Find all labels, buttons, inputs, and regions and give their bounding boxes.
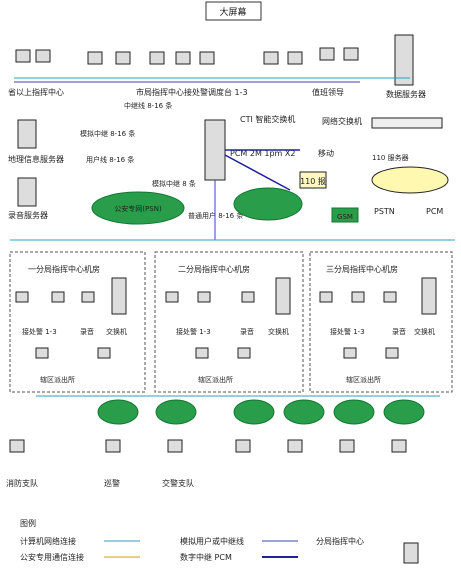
label-analog: 模拟中继 8 条: [152, 179, 196, 188]
line-pcm2: [224, 154, 291, 191]
label-mobile: 移动: [318, 148, 334, 158]
label-city-desk: 市局指挥中心接处警调度台 1-3: [136, 87, 248, 97]
label-pstn: PSTN: [374, 207, 395, 216]
label-cti: CTI 智能交换机: [240, 114, 295, 124]
label-patrol: 巡警: [104, 478, 120, 488]
branch-1-seat: 接处警 1-3: [22, 327, 57, 336]
branch-2-seat: 接处警 1-3: [176, 327, 211, 336]
label-pcm: PCM 2M 1pm X2: [230, 149, 295, 158]
box-110: [299, 171, 327, 189]
branch-1-title: 一分局指挥中心机房: [28, 264, 100, 274]
legend-title: 图例: [20, 518, 36, 528]
branch-boxes: [9, 251, 453, 393]
branch-2-sw: 交换机: [268, 327, 289, 336]
big-screen-box: [205, 1, 262, 21]
label-data-server: 数据服务器: [386, 89, 426, 99]
label-box110: 110 报: [300, 176, 326, 186]
network-switch: [371, 117, 443, 129]
cloud-public-net: [91, 191, 185, 225]
cloud-pstn: [371, 166, 449, 194]
label-prov-center: 省以上指挥中心: [8, 87, 64, 97]
label-trunk: 中继线 8-16 条: [124, 101, 172, 110]
branch-3-seat: 接处警 1-3: [330, 327, 365, 336]
branch-1-sub: 辖区派出所: [40, 375, 75, 384]
label-users: 普通用户 8-16 条: [188, 211, 243, 220]
label-pcm2: PCM: [426, 207, 443, 216]
branch-3-sub: 辖区派出所: [346, 375, 381, 384]
branch-2-title: 二分局指挥中心机房: [178, 264, 250, 274]
label-gsm: GSM: [337, 213, 353, 221]
legend-l5: 分局指挥中心: [316, 536, 364, 546]
cti-switch: [204, 119, 226, 181]
cloud-core: [233, 187, 303, 221]
label-fire: 消防支队: [6, 478, 38, 488]
legend-l3: 模拟用户或中继线: [180, 536, 244, 546]
branch-1-sw: 交换机: [106, 327, 127, 336]
legend-l2: 公安专用通信连接: [20, 552, 84, 562]
big-screen-label: 大屏幕: [219, 6, 246, 18]
legend-branch-icon: [403, 542, 419, 564]
gis-server: [17, 119, 37, 149]
branch-computers: [15, 277, 437, 359]
branch-1-rec: 录音: [80, 327, 94, 336]
top-computers: [15, 34, 414, 86]
branch-3-sw: 交换机: [414, 327, 435, 336]
label-recorder-server: 录音服务器: [8, 210, 48, 220]
label-gis-server: 地理信息服务器: [8, 154, 64, 164]
branch-2-rec: 录音: [240, 327, 254, 336]
label-ext1: 模拟中继 8-16 条: [80, 129, 135, 138]
legend-l4: 数字中继 PCM: [180, 552, 232, 562]
label-ext2: 用户线 8-16 条: [86, 155, 134, 164]
branch-3-rec: 录音: [392, 327, 406, 336]
label-public-net: 公安专网(PSN): [114, 204, 162, 213]
label-server110: 110 服务器: [372, 153, 409, 162]
recorder-server: [17, 177, 37, 207]
branch-2-sub: 辖区派出所: [198, 375, 233, 384]
bottom-computers: [9, 439, 407, 453]
label-net-switch: 网络交换机: [322, 116, 362, 126]
legend-l1: 计算机网络连接: [20, 536, 76, 546]
box-gsm: [331, 207, 359, 223]
bottom-clouds: [97, 399, 425, 425]
label-traffic: 交警支队: [162, 478, 194, 488]
label-duty-leader: 值班领导: [312, 87, 344, 97]
branch-3-title: 三分局指挥中心机房: [326, 264, 398, 274]
